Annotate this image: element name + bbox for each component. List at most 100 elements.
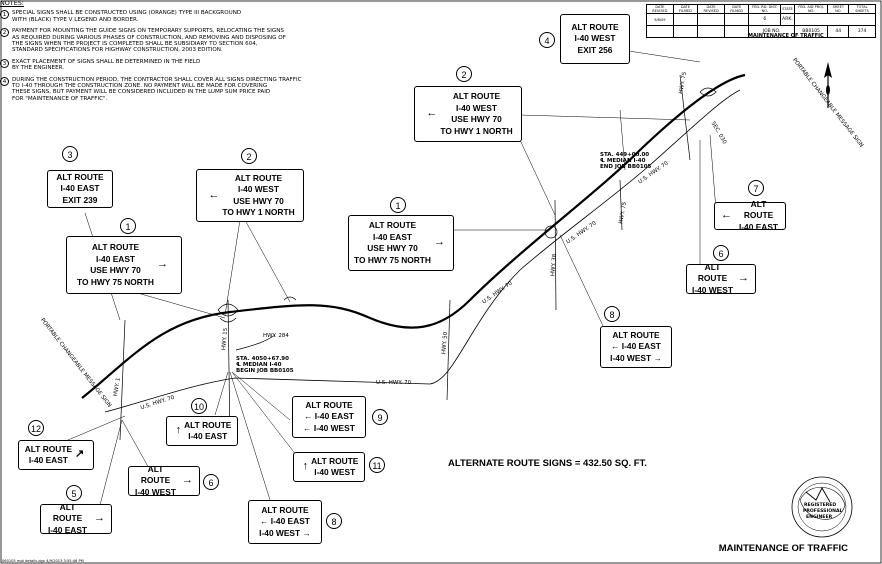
median-label: ℄ MEDIAN I-40: [236, 362, 282, 368]
sign-line: ALT ROUTE: [140, 463, 171, 486]
tb-header: SHEET NO.: [827, 4, 850, 14]
sign-line: ALT ROUTE: [184, 419, 232, 430]
sign-line: USE HWY 70: [451, 114, 502, 124]
sign-line: ALT ROUTE: [368, 220, 417, 230]
callout-number: 8: [326, 513, 342, 529]
tb-sheet-title: MAINTENANCE OF TRAFFIC: [748, 33, 824, 39]
arrow-left-icon: ←: [426, 107, 438, 120]
seal-text: ENGINEER: [806, 515, 833, 520]
callout-number: 3: [62, 146, 78, 162]
plot-info: 060105 mot details.dgn 4/9/2013 3:55:46 …: [2, 559, 84, 563]
sheet-footer-title: MAINTENANCE OF TRAFFIC: [718, 543, 848, 554]
sign-line: ALT ROUTE: [24, 443, 73, 454]
sign-line: ← I-40 WEST: [303, 422, 355, 433]
sign-line: TO HWY 75 NORTH: [354, 254, 431, 265]
sign-line: ALT ROUTE: [52, 501, 83, 524]
callout-number: 2: [456, 66, 472, 82]
tb-header: FED. RD. DIST. NO.: [748, 4, 782, 14]
tb-district: 6: [748, 13, 782, 26]
station-label: STA. 4050+67.90: [236, 356, 289, 362]
sign-line: I-40 WEST: [456, 102, 497, 113]
sign-line: ALT ROUTE: [697, 261, 728, 284]
note-number: 3: [0, 58, 9, 68]
median-label: ℄ MEDIAN I-40: [600, 158, 646, 164]
sign-line: I-40 EAST: [372, 231, 413, 242]
arrow-right-icon: →: [433, 236, 445, 249]
callout-number: 7: [748, 180, 764, 196]
note-text: SPECIAL SIGNS SHALL BE CONSTRUCTED USING…: [12, 10, 242, 23]
end-job-label: END JOB BB0105: [600, 164, 652, 170]
tb-header: DATE FILMED: [723, 4, 750, 14]
sign-line: I-40 WEST →: [610, 352, 662, 363]
sign-line: ← I-40 EAST: [304, 411, 354, 422]
tb-job-no: BB0105: [793, 25, 829, 38]
callout-number: 1: [390, 197, 406, 213]
sign-line: I-40 EAST: [188, 431, 228, 441]
tb-sheet-no: 44: [827, 25, 850, 38]
callout-number: 2: [241, 148, 257, 164]
tb-header: DATE REVISED: [697, 4, 725, 14]
seal-text: REGISTERED: [804, 503, 837, 508]
arrow-right-icon: →: [156, 258, 168, 271]
tb-state: ARK.: [780, 13, 795, 26]
sign-line: USE HWY 70: [367, 243, 418, 253]
callout-number: 6: [713, 245, 729, 261]
callout-number: 4: [539, 32, 555, 48]
notes-title: NOTES:: [0, 0, 24, 7]
sign-line: USE HWY 70: [233, 195, 284, 206]
seal-text: PROFESSIONAL: [803, 509, 843, 514]
tb-header: FED. AID PROJ. NO.: [793, 4, 829, 14]
callout-number: 11: [369, 457, 385, 473]
sign-line: I-40 EAST: [95, 253, 136, 264]
tb-cell: 9/8/09: [646, 13, 674, 26]
sign-line: ALT ROUTE: [91, 242, 140, 252]
sign-line: I-40 WEST: [135, 486, 176, 497]
sign-line: I-40 EAST: [60, 183, 100, 194]
sign-line: I-40 WEST: [574, 33, 616, 44]
sign-line: TO HWY 1 NORTH: [222, 207, 295, 217]
arrow-diagonal-icon: ↗: [75, 448, 85, 461]
arrow-right-icon: →: [738, 272, 749, 285]
sign-line: ALT ROUTE: [305, 399, 353, 410]
area-summary: ALTERNATE ROUTE SIGNS = 432.50 SQ. FT.: [448, 458, 647, 469]
arrow-up-icon: ↑: [302, 460, 309, 473]
tb-header: DATE REVISED: [646, 4, 674, 14]
arrow-right-icon: →: [94, 512, 105, 525]
tb-total-sheets: 374: [848, 25, 876, 38]
sign-line: I-40 WEST: [692, 284, 733, 295]
note-number: 4: [0, 76, 9, 86]
callout-number: 10: [191, 398, 207, 414]
title-block: DATE REVISED DATE FILMED DATE REVISED DA…: [646, 4, 877, 38]
callout-number: 1: [120, 218, 136, 234]
note-text: EXACT PLACEMENT OF SIGNS SHALL BE DETERM…: [12, 58, 201, 72]
sign-line: ALT ROUTE: [56, 171, 104, 182]
callout-number: 5: [66, 485, 82, 501]
arrow-up-icon: ↑: [175, 424, 182, 437]
sign-line: ALT ROUTE: [311, 455, 359, 466]
sign-line: TO HWY 1 NORTH: [440, 125, 513, 136]
sign-line: I-40 WEST: [238, 184, 279, 194]
tb-header: TOTAL SHEETS: [848, 4, 876, 14]
sign-line: I-40 WEST: [314, 467, 356, 477]
sign-line: USE HWY 70: [90, 265, 141, 275]
sign-line: ALT ROUTE: [612, 329, 660, 340]
sign-line: ALT ROUTE: [234, 172, 283, 183]
begin-job-label: BEGIN JOB BB0105: [236, 368, 294, 374]
sign-line: EXIT 239: [62, 194, 98, 205]
callout-number: 12: [28, 420, 44, 436]
sign-line: EXIT 256: [577, 44, 613, 55]
